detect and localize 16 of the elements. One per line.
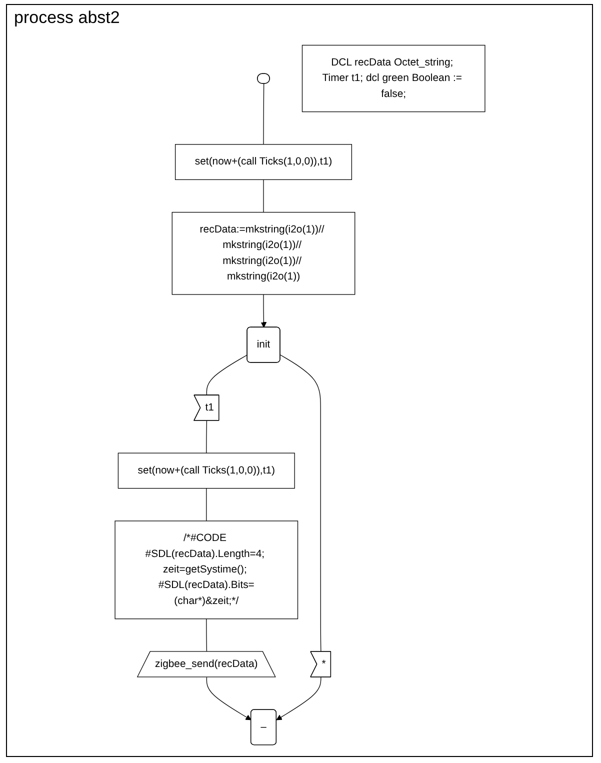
- connector: [263, 83, 264, 145]
- arrow: [260, 294, 267, 328]
- diagram-title: process abst2: [14, 8, 120, 28]
- connector: [206, 488, 207, 522]
- node-box: recData:=mkstring(i2o(1))// mkstring(i2o(1))// mkstring(i2o(1))// mkstring(i2o(1)): [172, 212, 356, 295]
- connector: [280, 354, 322, 652]
- connector: [206, 618, 208, 652]
- connector: [263, 179, 264, 213]
- connector: [206, 354, 248, 396]
- arrow: [206, 676, 252, 720]
- node-box: DCL recData Octet_string; Timer t1; dcl green Boolean := false;: [302, 44, 486, 112]
- connector: [206, 420, 208, 454]
- node-box: set(now+(call Ticks(1,0,0)),t1): [118, 452, 295, 489]
- arrow: [276, 676, 322, 720]
- node-box: set(now+(call Ticks(1,0,0)),t1): [174, 144, 352, 180]
- node-box: /*#CODE #SDL(recData).Length=4; zeit=getSystime(); #SDL(recData).Bits=(char*)&zeit;*/: [114, 520, 298, 620]
